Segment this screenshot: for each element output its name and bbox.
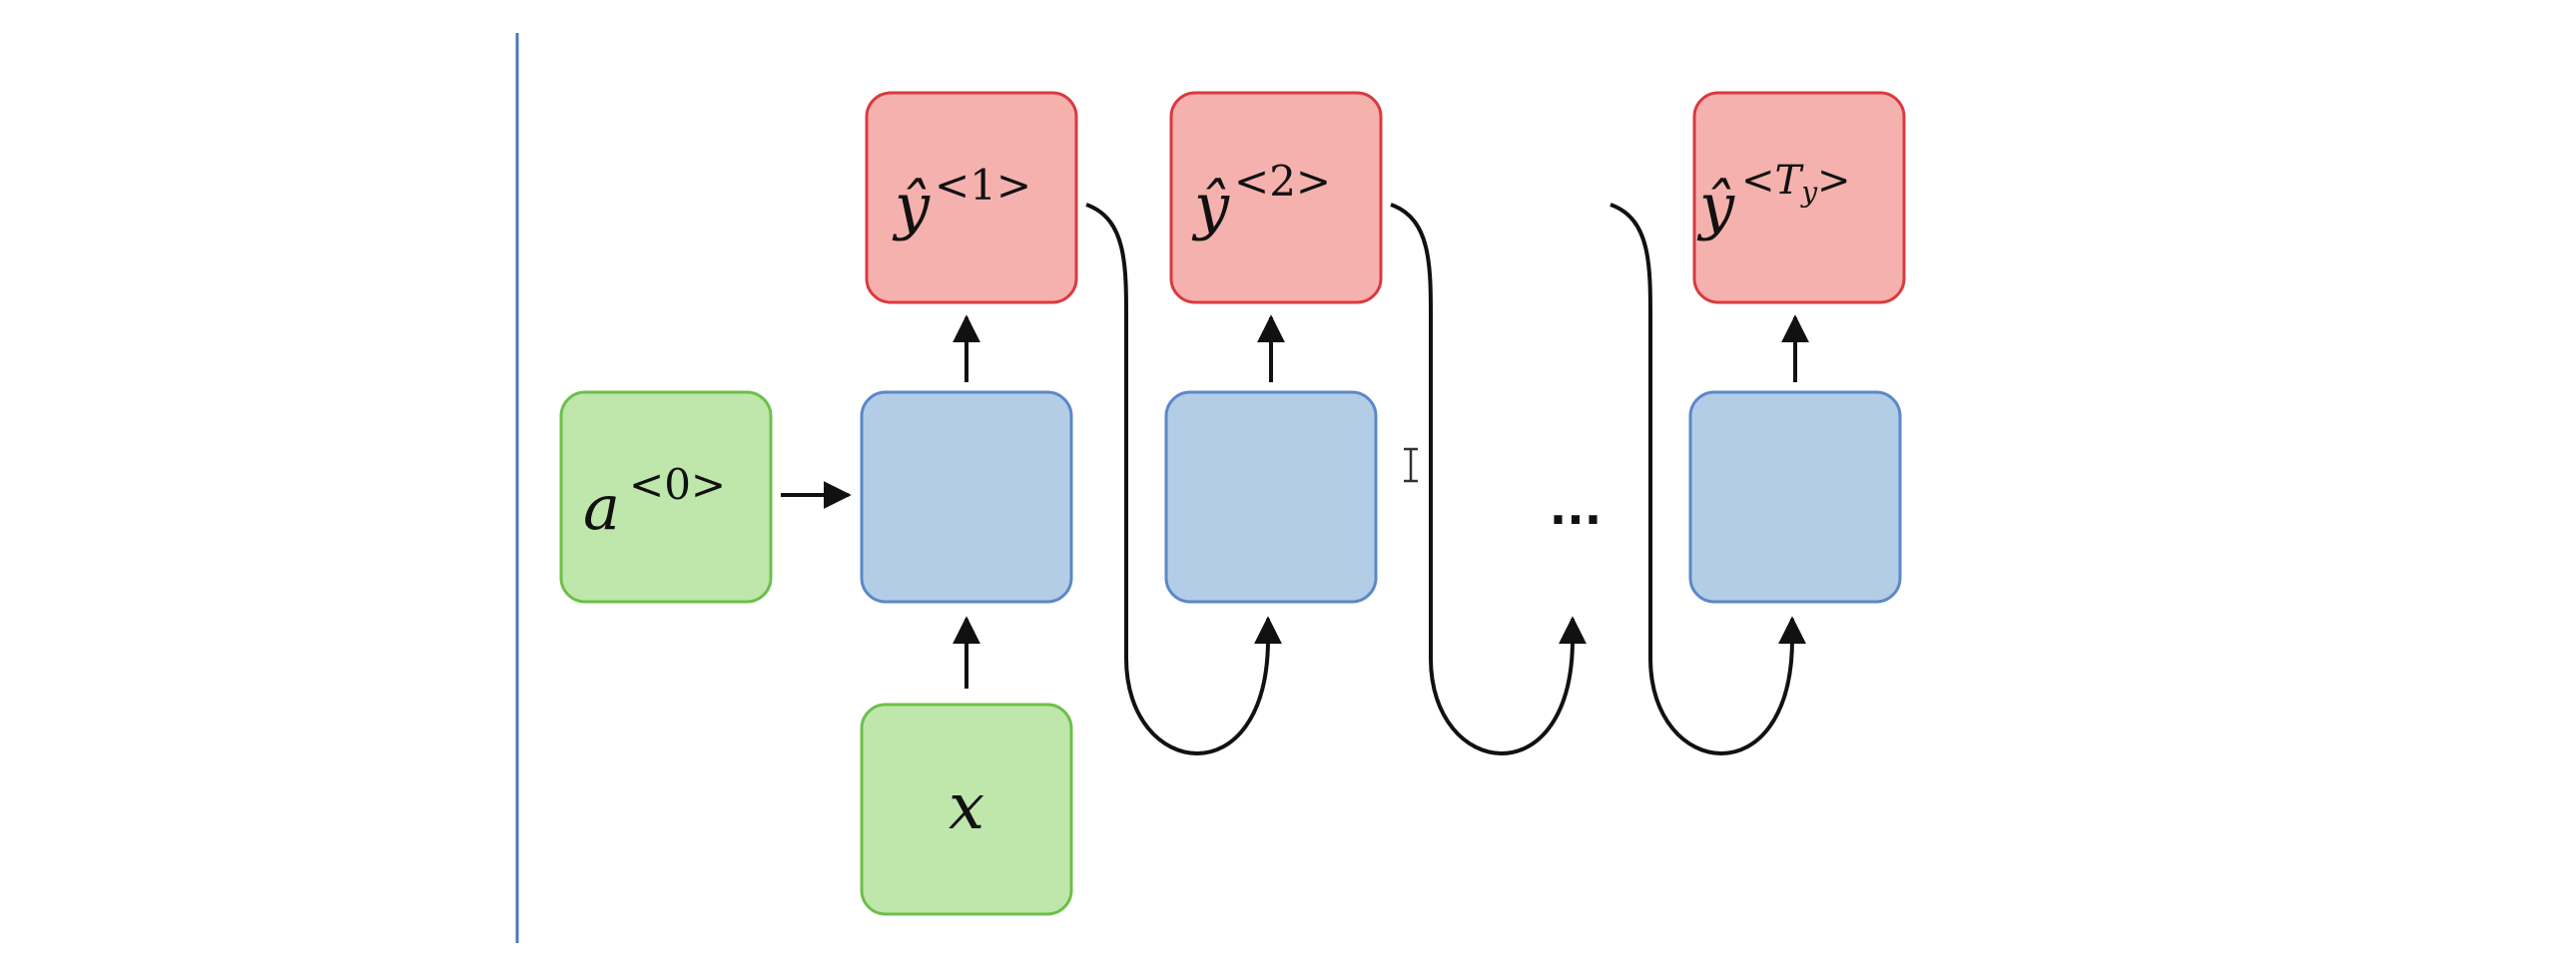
yTy-node: ŷ <Ty> [1692, 91, 1906, 304]
feedback-prev-to-cellty [1610, 203, 1806, 755]
yTy-box [1692, 91, 1906, 304]
text-cursor-icon [1404, 447, 1418, 483]
y1-superscript: <1> [935, 161, 1031, 210]
y1-box [865, 91, 1078, 304]
hidden-cell-ty [1688, 390, 1902, 604]
y2-label: ŷ [1191, 170, 1230, 243]
x-box [860, 703, 1073, 916]
yTy-superscript: <Ty> [1741, 158, 1851, 209]
feedback-y2-to-next [1390, 203, 1587, 755]
a0-node: a <0> [559, 390, 773, 604]
a0-superscript: <0> [629, 460, 726, 509]
yTy-sup-close: > [1817, 158, 1851, 204]
y2-box [1169, 91, 1383, 304]
yTy-sup-open: < [1741, 158, 1775, 204]
ellipsis-label: ... [1550, 481, 1602, 535]
a0-box [559, 390, 773, 604]
y2-node: ŷ <2> [1169, 91, 1383, 304]
yTy-sup-T: T [1775, 158, 1805, 204]
x-label: x [949, 770, 984, 844]
y2-superscript: <2> [1234, 157, 1331, 206]
y1-node: ŷ <1> [865, 91, 1078, 304]
yTy-sup-sub: y [1799, 176, 1818, 209]
feedback-y1-to-cell2 [1085, 203, 1282, 755]
hidden-cell-2 [1164, 390, 1378, 604]
yTy-label: ŷ [1696, 170, 1735, 243]
y1-label: ŷ [892, 170, 931, 243]
a0-label: a [583, 471, 620, 544]
hidden-cell-1 [860, 390, 1073, 604]
x-node: x [860, 703, 1073, 916]
